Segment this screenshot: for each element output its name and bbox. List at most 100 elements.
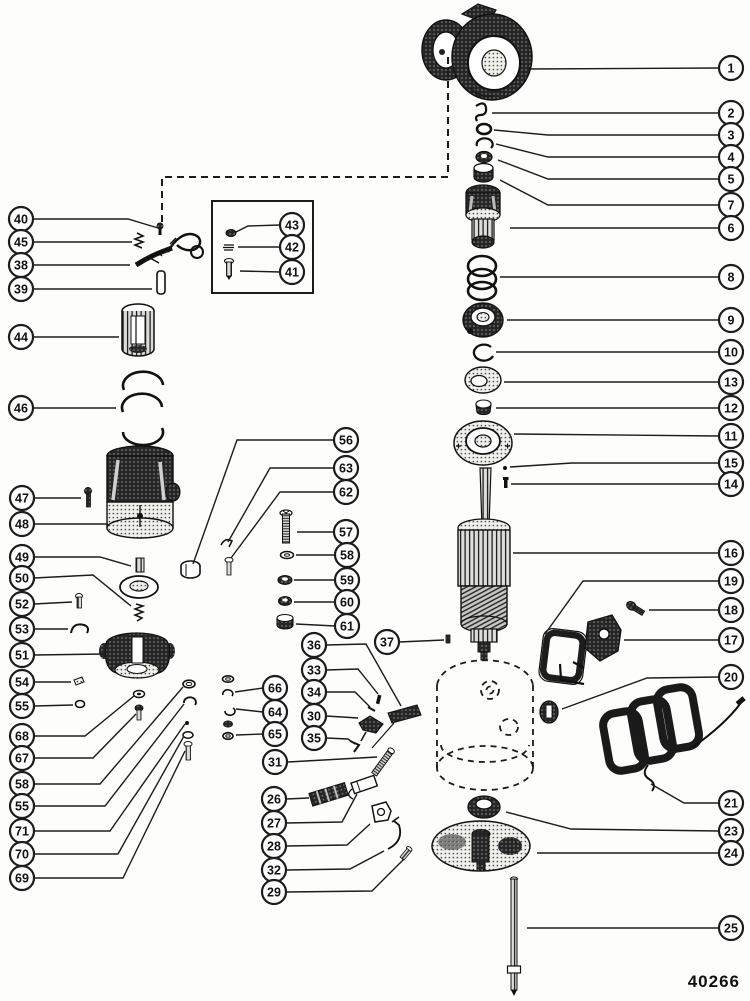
balloon-number-17: 17 <box>724 634 738 648</box>
part-through-bolt <box>506 876 522 996</box>
part-small-hardware-mid <box>180 538 234 579</box>
balloon-19 <box>717 567 745 595</box>
balloon-number-19: 19 <box>724 575 738 589</box>
leader-line-67 <box>34 713 137 759</box>
leader-line-19 <box>544 580 719 635</box>
callout-64: 64 <box>235 698 289 726</box>
balloon-18 <box>717 596 745 624</box>
part-grommet <box>539 700 559 724</box>
callout-29: 29 <box>260 858 405 906</box>
balloon-6 <box>717 214 745 242</box>
balloon-number-50: 50 <box>15 572 29 586</box>
callout-53: 53 <box>8 615 68 643</box>
callout-61: 61 <box>295 612 361 640</box>
balloon-61 <box>333 612 361 640</box>
part-screw-52 <box>75 593 83 609</box>
balloon-21 <box>717 789 745 817</box>
part-small-hardware-left <box>73 676 197 761</box>
part-end-cap-assembly <box>421 3 533 101</box>
part-pivot-pin <box>156 270 166 295</box>
balloon-5 <box>717 165 745 193</box>
callout-14: 14 <box>511 470 745 498</box>
leader-line-29 <box>285 858 405 893</box>
balloon-number-49: 49 <box>15 551 29 565</box>
callout-71: 71 <box>8 723 186 845</box>
balloon-56 <box>332 426 360 454</box>
part-cup <box>475 399 492 416</box>
leader-line-36 <box>325 643 402 707</box>
leader-line-58 <box>34 686 184 785</box>
balloon-number-2: 2 <box>728 107 735 121</box>
part-thrust-washer <box>464 366 502 394</box>
balloon-number-62: 62 <box>339 486 353 500</box>
part-collar <box>121 303 155 357</box>
balloon-number-20: 20 <box>724 671 738 685</box>
part-drive-pinion <box>465 184 501 249</box>
leader-line-3 <box>493 129 719 136</box>
callout-55: 55 <box>8 703 185 820</box>
leader-line-55 <box>33 704 74 707</box>
callout-45: 45 <box>7 228 132 256</box>
alignment-dashed-line <box>161 57 449 226</box>
balloon-number-71: 71 <box>15 825 29 839</box>
callout-55: 55 <box>8 692 74 720</box>
balloon-number-70: 70 <box>15 848 29 862</box>
leader-line-69 <box>34 750 186 879</box>
part-drive-housing <box>99 632 175 679</box>
balloon-number-28: 28 <box>267 840 281 854</box>
balloon-number-46: 46 <box>14 402 28 416</box>
leader-line-56 <box>192 439 334 565</box>
balloon-number-12: 12 <box>724 402 738 416</box>
balloon-number-47: 47 <box>15 492 29 506</box>
balloon-number-43: 43 <box>285 219 299 233</box>
part-small-hardware-top <box>473 102 494 183</box>
leader-line-26 <box>285 797 310 800</box>
balloon-50 <box>8 564 36 592</box>
callout-69: 69 <box>8 750 186 892</box>
part-shift-fork <box>134 232 204 268</box>
part-screw-47 <box>84 487 92 508</box>
callout-43: 43 <box>235 211 306 239</box>
leader-line-65 <box>235 733 264 736</box>
callout-21: 21 <box>650 783 745 817</box>
callout-62: 62 <box>230 478 360 559</box>
leader-line-28 <box>285 823 371 847</box>
balloon-number-29: 29 <box>267 886 281 900</box>
callout-66: 66 <box>234 674 289 702</box>
leader-line-51 <box>33 653 105 656</box>
balloon-number-11: 11 <box>724 430 737 444</box>
balloon-number-24: 24 <box>724 847 738 861</box>
balloon-16 <box>717 539 745 567</box>
callout-31: 31 <box>261 748 378 776</box>
callout-26: 26 <box>260 785 310 813</box>
callout-18: 18 <box>649 596 745 624</box>
callout-28: 28 <box>260 823 371 860</box>
balloon-number-58: 58 <box>340 549 354 563</box>
leader-line-37 <box>398 639 445 643</box>
part-motor-body <box>106 445 181 622</box>
inset-box <box>211 200 314 294</box>
callout-12: 12 <box>496 394 745 422</box>
leader-line-7 <box>499 179 719 206</box>
balloon-number-66: 66 <box>268 682 282 696</box>
balloon-35 <box>300 724 328 752</box>
balloon-25 <box>717 914 745 942</box>
callout-51: 51 <box>8 641 105 669</box>
leader-line-11 <box>513 433 720 437</box>
part-screw-40 <box>156 222 164 235</box>
part-spring-45 <box>132 232 146 249</box>
balloon-number-34: 34 <box>307 686 321 700</box>
balloon-number-42: 42 <box>285 241 299 255</box>
leader-line-61 <box>295 623 336 627</box>
callout-9: 9 <box>507 306 745 334</box>
balloon-55 <box>8 692 36 720</box>
balloon-number-9: 9 <box>728 314 735 328</box>
callout-1: 1 <box>526 54 745 82</box>
callout-38: 38 <box>7 251 130 279</box>
callout-44: 44 <box>7 323 119 351</box>
leader-line-33 <box>325 668 379 695</box>
callout-16: 16 <box>513 539 745 567</box>
balloon-number-4: 4 <box>728 151 735 165</box>
callout-23: 23 <box>505 811 745 845</box>
leader-line-49 <box>34 556 132 567</box>
